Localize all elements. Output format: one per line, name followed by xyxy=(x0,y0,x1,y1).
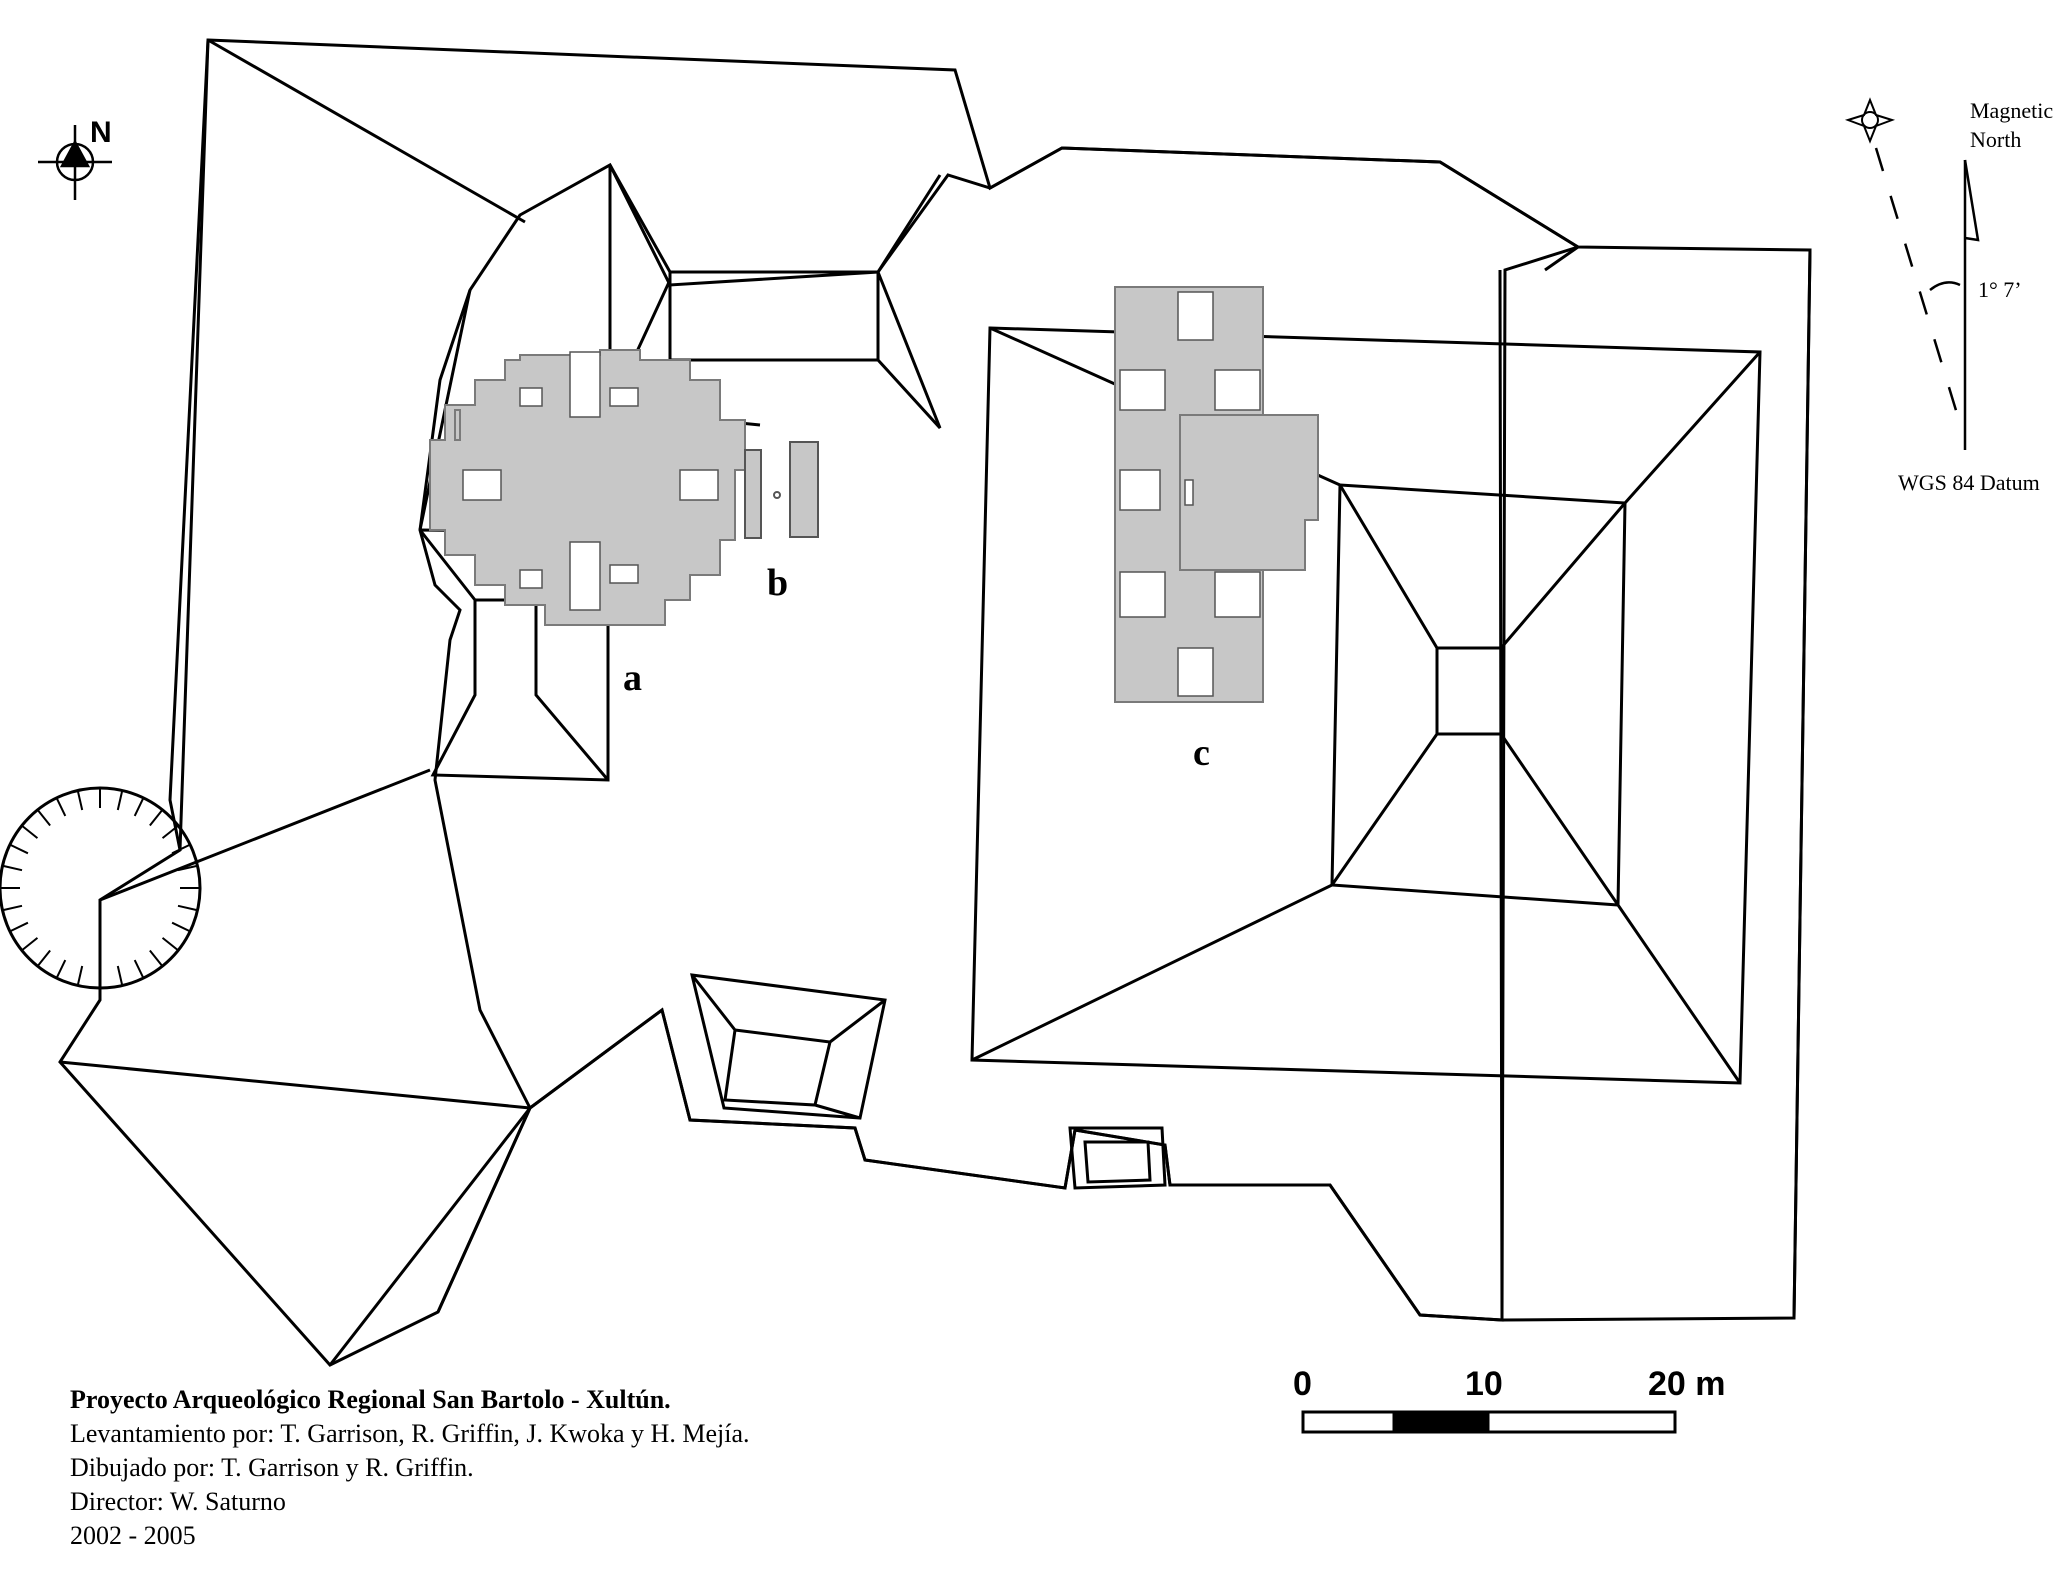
circle-tick xyxy=(2,904,23,912)
magnetic-north-label-line2: North xyxy=(1970,127,2021,152)
structure-c-steps xyxy=(1119,291,1261,697)
platform-outline xyxy=(58,38,1582,1367)
circle-tick xyxy=(161,824,179,839)
south-small-building xyxy=(1068,1126,1167,1190)
credits-block: Proyecto Arqueológico Regional San Barto… xyxy=(70,1383,749,1553)
circle-tick xyxy=(9,921,29,933)
structure-a-steps xyxy=(462,351,719,611)
circle-tick xyxy=(55,797,67,817)
declination-label: 1° 7’ xyxy=(1978,277,2022,302)
circle-tick xyxy=(161,937,179,952)
circle-tick xyxy=(21,824,39,839)
magnetic-star-icon xyxy=(1844,97,1896,144)
feature-label-c: c xyxy=(1193,732,1210,774)
magnetic-north-label-line1: Magnetic xyxy=(1970,98,2053,123)
circle-tick xyxy=(36,809,51,827)
circular-feature-ticks xyxy=(0,788,200,988)
circle-tick xyxy=(149,949,164,967)
circle-tick xyxy=(76,790,84,811)
credits-director: Director: W. Saturno xyxy=(70,1487,286,1516)
circle-tick xyxy=(116,965,124,986)
circle-tick xyxy=(177,904,198,912)
circle-tick xyxy=(149,809,164,827)
feature-label-b: b xyxy=(767,562,788,604)
scale-label-20: 20 m xyxy=(1648,1365,1726,1403)
circle-tick xyxy=(9,843,29,855)
circle-tick xyxy=(2,864,23,872)
credits-title: Proyecto Arqueológico Regional San Barto… xyxy=(70,1385,671,1414)
east-pyramid-summit xyxy=(1435,646,1503,736)
circle-tick xyxy=(36,949,51,967)
circle-tick xyxy=(171,921,191,933)
credits-drawn: Dibujado por: T. Garrison y R. Griffin. xyxy=(70,1453,474,1482)
circle-tick xyxy=(21,937,39,952)
east-roof-lines xyxy=(1498,245,1812,1321)
east-pyramid-hips xyxy=(971,326,1762,1084)
circle-tick xyxy=(171,843,191,855)
circle-tick xyxy=(177,864,198,872)
structure-b xyxy=(744,441,819,539)
west-wall-lines xyxy=(59,39,532,1366)
circle-tick xyxy=(55,959,67,979)
scale-label-10: 10 xyxy=(1465,1365,1503,1403)
circle-tick xyxy=(133,959,145,979)
circle-tick xyxy=(76,965,84,986)
credits-survey: Levantamiento por: T. Garrison, R. Griff… xyxy=(70,1419,750,1448)
declination-lines xyxy=(1874,147,1980,450)
structure-a-fill xyxy=(429,349,746,626)
south-pyramid xyxy=(690,973,887,1120)
north-arrow-icon xyxy=(38,125,112,200)
scale-label-0: 0 xyxy=(1293,1365,1312,1403)
credits-years: 2002 - 2005 xyxy=(70,1521,196,1550)
datum-label: WGS 84 Datum xyxy=(1898,470,2040,495)
feature-label-a: a xyxy=(623,657,642,699)
circle-tick xyxy=(133,797,145,817)
east-pyramid-outline xyxy=(970,326,1762,1085)
scale-bar xyxy=(1301,1410,1677,1434)
circle-tick xyxy=(116,790,124,811)
north-label: N xyxy=(90,116,112,149)
court-outline xyxy=(418,146,1812,1322)
